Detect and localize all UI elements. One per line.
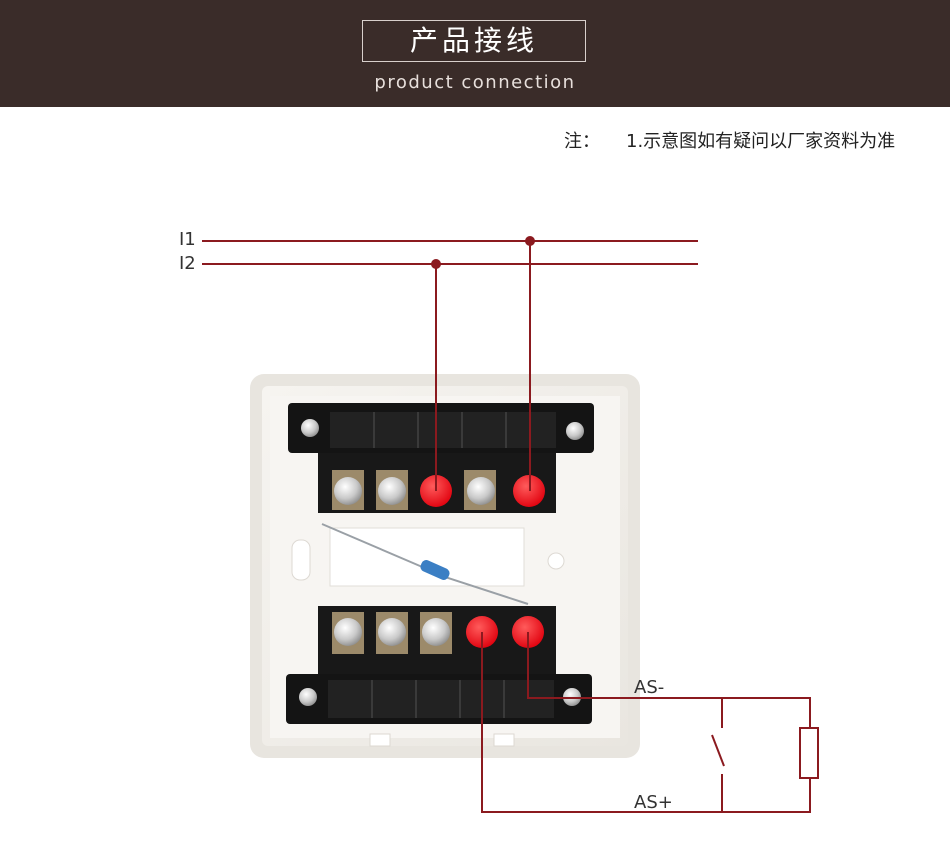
screw-icon [422,618,450,646]
note: 注： 1.示意图如有疑问以厂家资料为准 [564,127,895,153]
page-subtitle: product connection [374,72,576,93]
wire-as-plus [481,632,811,813]
note-label: 注： [564,131,600,152]
load-resistor [799,727,819,779]
screw-icon [334,618,362,646]
label-i1: I1 [179,229,196,250]
screw-icon [378,618,406,646]
label-i2: I2 [179,253,196,274]
page-title: 产品接线 [362,20,586,62]
screw-icon [334,477,362,505]
screw-icon [378,477,406,505]
page-header: 产品接线 product connection [0,0,950,107]
bottom-terminal-block [286,606,592,724]
resistor [321,523,529,605]
switch-blade [711,734,725,767]
wire-as-minus [527,632,811,728]
note-text: 1.示意图如有疑问以厂家资料为准 [626,131,896,152]
label-as-plus: AS+ [634,792,673,813]
junction-dot-i1 [525,236,535,246]
screw-icon [467,477,495,505]
top-terminal-block [288,403,594,513]
label-as-minus: AS- [634,677,665,698]
junction-dot-i2 [431,259,441,269]
wires [202,240,819,813]
